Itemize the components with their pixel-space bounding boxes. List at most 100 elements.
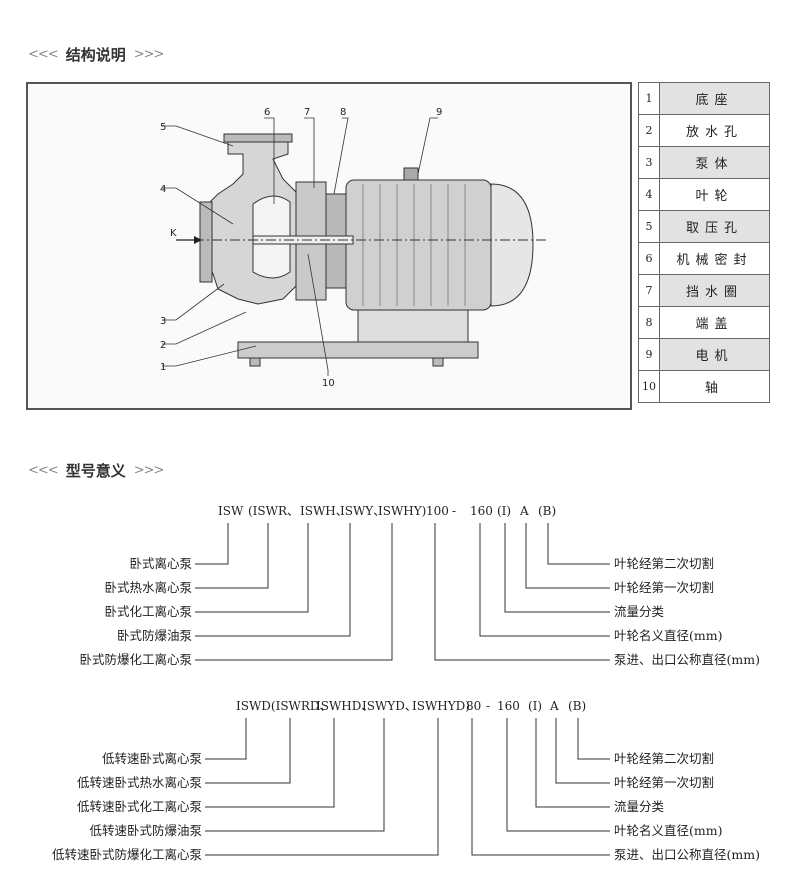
leader-lines-1 <box>195 523 610 661</box>
model2-right-label: 流量分类 <box>614 799 665 814</box>
code-segment: ISWD(ISWRD、 <box>236 699 332 713</box>
pump-structure-drawing: K 1 2 3 4 5 6 7 8 9 10 <box>26 82 632 410</box>
code-segment: ISWY、 <box>340 504 385 518</box>
code-segment: ISWHY) <box>378 504 426 518</box>
model2-left-label: 低转速卧式热水离心泵 <box>77 775 202 790</box>
callout-5: 5 <box>160 122 166 133</box>
part-number: 2 <box>638 114 660 147</box>
right-arrows: >>> <box>133 47 165 62</box>
model1-left-label: 卧式防爆油泵 <box>117 628 192 643</box>
model1-left-label: 卧式热水离心泵 <box>104 580 192 595</box>
base-foot-left <box>249 357 261 367</box>
k-axis-label: K <box>170 228 177 239</box>
code-segment: 160 <box>497 699 520 713</box>
motor-feet <box>357 309 469 343</box>
part-number: 6 <box>638 242 660 275</box>
base-plate <box>237 341 479 359</box>
base-foot-right <box>432 357 444 367</box>
pump-drawing-svg: K 1 2 3 4 5 6 7 8 9 10 <box>160 107 548 389</box>
code-segment: (B) <box>538 504 556 518</box>
part-name: 机械密封 <box>659 242 770 275</box>
part-name: 端盖 <box>659 306 770 339</box>
code-segment: A <box>549 699 559 713</box>
part-number: 4 <box>638 178 660 211</box>
model1-right-label: 泵进、出口公称直径(mm) <box>614 652 760 667</box>
code-segment: ISWYD、 <box>362 699 417 713</box>
part-number: 1 <box>638 82 660 115</box>
callout-9: 9 <box>436 107 442 118</box>
model2-right-label: 泵进、出口公称直径(mm) <box>614 847 760 862</box>
structure-section-heading: <<< 结构说明 >>> <box>28 44 165 65</box>
callout-1: 1 <box>160 362 166 373</box>
model2-left-label: 低转速卧式防爆油泵 <box>89 823 202 838</box>
k-arrow-head <box>194 236 202 244</box>
code-segment: A <box>519 504 529 518</box>
code-segment: 80 <box>466 699 481 713</box>
code-segment: (I) <box>528 699 542 713</box>
callout-6: 6 <box>264 107 270 118</box>
code-segment: - <box>452 504 456 518</box>
code-segment: 160 <box>470 504 493 518</box>
motor-body <box>345 179 492 311</box>
part-name: 放水孔 <box>659 114 770 147</box>
part-name: 电机 <box>659 338 770 371</box>
part-name: 轴 <box>659 370 770 403</box>
model-code-diagram-2: ISWD(ISWRD、 ISWHD、 ISWYD、 ISWHYD) 80 - 1… <box>52 699 760 862</box>
code-segment: ISW <box>218 504 244 518</box>
leader-lines-2 <box>205 718 610 856</box>
model1-right-label: 叶轮经第一次切割 <box>614 580 714 595</box>
model2-left-label: 低转速卧式化工离心泵 <box>77 799 202 814</box>
code-segment: (B) <box>568 699 586 713</box>
structure-title: 结构说明 <box>65 46 126 64</box>
right-arrows: >>> <box>133 463 165 478</box>
inlet-flange <box>199 201 213 283</box>
callout-7: 7 <box>304 107 310 118</box>
model1-right-label: 流量分类 <box>614 604 665 619</box>
part-name: 挡水圈 <box>659 274 770 307</box>
part-name: 叶轮 <box>659 178 770 211</box>
part-number: 3 <box>638 146 660 179</box>
lifting-eye <box>403 167 419 181</box>
part-number: 10 <box>638 370 660 403</box>
model1-left-label: 卧式化工离心泵 <box>104 604 192 619</box>
part-name: 泵体 <box>659 146 770 179</box>
part-name: 取压孔 <box>659 210 770 243</box>
model2-right-label: 叶轮经第一次切割 <box>614 775 714 790</box>
code-segment: ISWHD、 <box>316 699 373 713</box>
code-segment: (ISWR、 <box>248 504 299 518</box>
callout-4: 4 <box>160 184 166 195</box>
model2-left-label: 低转速卧式离心泵 <box>102 751 202 766</box>
code-segment: ISWHYD) <box>412 699 470 713</box>
model2-left-label: 低转速卧式防爆化工离心泵 <box>52 847 202 862</box>
code-segment: ISWH、 <box>300 504 348 518</box>
model1-left-label: 卧式离心泵 <box>129 556 192 571</box>
callout-10: 10 <box>322 378 335 389</box>
part-number: 5 <box>638 210 660 243</box>
part-number: 9 <box>638 338 660 371</box>
model2-right-label: 叶轮名义直径(mm) <box>614 823 722 838</box>
left-arrows: <<< <box>28 463 59 478</box>
model-code-diagram-1: ISW (ISWR、 ISWH、 ISWY、 ISWHY) 100 - 160 … <box>79 504 760 667</box>
code-segment: 100 <box>426 504 449 518</box>
part-number: 8 <box>638 306 660 339</box>
callout-3: 3 <box>160 316 166 327</box>
model-title: 型号意义 <box>65 462 126 480</box>
model1-right-label: 叶轮经第二次切割 <box>614 556 714 571</box>
motor-fan-cover <box>490 183 534 307</box>
left-arrows: <<< <box>28 47 59 62</box>
outlet-flange <box>223 133 293 143</box>
model1-left-label: 卧式防爆化工离心泵 <box>79 652 192 667</box>
callout-8: 8 <box>340 107 346 118</box>
part-name: 底座 <box>659 82 770 115</box>
